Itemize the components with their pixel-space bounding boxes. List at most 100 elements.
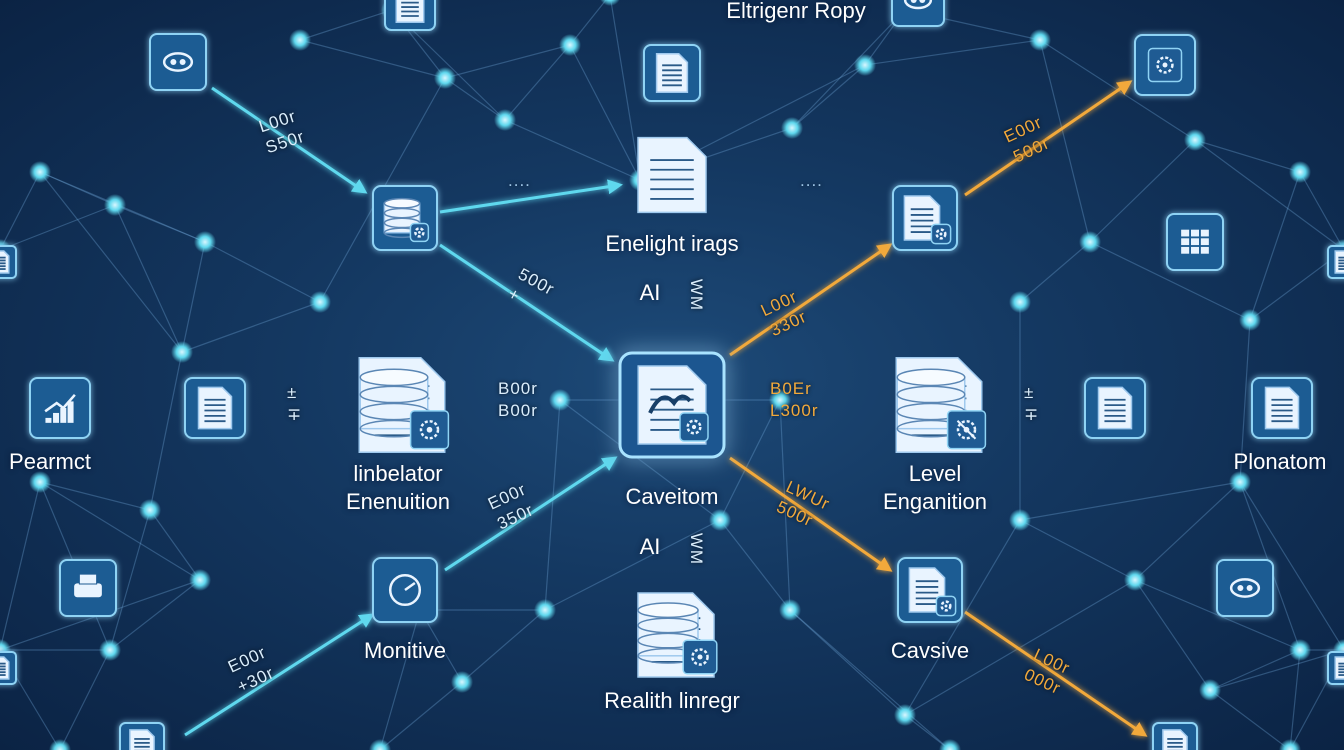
db-ring bbox=[896, 368, 966, 387]
vert-label-bottom: WM bbox=[687, 532, 707, 566]
label-db-right-line2: Enganition bbox=[883, 489, 987, 514]
bot-icon bbox=[903, 0, 933, 10]
mesh-line bbox=[0, 204, 116, 251]
mesh-line bbox=[39, 481, 201, 581]
node-tile bbox=[1216, 559, 1274, 617]
grid-cell-icon bbox=[1190, 229, 1200, 237]
dial-needle bbox=[404, 581, 416, 592]
mesh-dot bbox=[1009, 509, 1031, 531]
mesh-dot bbox=[781, 117, 803, 139]
mesh-line bbox=[1209, 689, 1291, 750]
document-icon bbox=[655, 53, 689, 93]
mesh-dot bbox=[854, 54, 876, 76]
mesh-dot bbox=[49, 739, 71, 750]
mesh-line bbox=[39, 171, 116, 206]
bot-eye bbox=[910, 0, 917, 3]
orange-flow-arrow bbox=[964, 80, 1133, 197]
vert-label-top: WM bbox=[687, 278, 707, 312]
mesh-dot bbox=[709, 509, 731, 531]
db-ring bbox=[637, 602, 699, 619]
grid-cell-icon bbox=[1190, 238, 1200, 246]
node-tile bbox=[149, 33, 207, 91]
doc-node-far-right bbox=[1251, 377, 1313, 439]
grid-cell-icon bbox=[1181, 229, 1190, 237]
mesh-dot bbox=[29, 161, 51, 183]
mesh-dot bbox=[309, 291, 331, 313]
mesh-dot bbox=[769, 389, 791, 411]
mesh-line bbox=[864, 39, 1041, 66]
mesh-dot bbox=[1029, 29, 1051, 51]
label-ai-top: AI bbox=[639, 280, 661, 305]
mesh-line bbox=[904, 579, 1136, 716]
gear-icon bbox=[686, 419, 702, 435]
document-icon bbox=[1264, 386, 1300, 430]
cyan-flow-arrow bbox=[211, 86, 368, 194]
label-ai-bottom: AI bbox=[639, 534, 661, 559]
mesh-line bbox=[109, 579, 201, 651]
mesh-line bbox=[379, 609, 421, 750]
mesh-line bbox=[0, 481, 41, 651]
db-ring bbox=[359, 368, 429, 387]
edge-label-left-mid: B00r B00r bbox=[498, 378, 538, 422]
mesh-line bbox=[444, 44, 571, 79]
document-icon bbox=[1162, 729, 1188, 750]
cross-icon bbox=[956, 420, 977, 440]
db-ring bbox=[896, 385, 966, 404]
mesh-dot bbox=[1199, 679, 1221, 701]
doc-node-left bbox=[184, 377, 246, 439]
mesh-line bbox=[719, 399, 781, 521]
mesh-dot bbox=[171, 341, 193, 363]
bot-node-top bbox=[891, 0, 945, 27]
mesh-line bbox=[0, 171, 41, 251]
gear-hub bbox=[418, 231, 421, 234]
mesh-dot bbox=[369, 739, 391, 750]
label-center: Caveitom bbox=[625, 484, 719, 509]
db-ring bbox=[637, 617, 699, 634]
document-icon bbox=[637, 136, 707, 214]
node-edge-right bbox=[1327, 245, 1344, 279]
gear-hub bbox=[426, 426, 433, 433]
mesh-dot bbox=[1289, 639, 1311, 661]
gear-hub bbox=[691, 424, 697, 430]
mesh-line bbox=[1089, 241, 1251, 321]
mesh-dot bbox=[779, 599, 801, 621]
label-db-right-line1: Level bbox=[908, 461, 962, 486]
mesh-line bbox=[789, 609, 951, 750]
node-bottom-right bbox=[1152, 722, 1198, 750]
mesh-dot bbox=[1289, 161, 1311, 183]
mesh-line bbox=[779, 399, 791, 611]
mesh-line bbox=[114, 204, 206, 243]
mesh-line bbox=[1134, 481, 1241, 581]
mesh-line bbox=[789, 609, 906, 716]
dots-top-left: .... bbox=[508, 171, 531, 190]
mesh-dot bbox=[494, 109, 516, 131]
db-ring bbox=[383, 197, 421, 209]
chart-bar-icon bbox=[60, 408, 67, 423]
edge-label-right-mid-1: B0Er bbox=[770, 379, 812, 398]
mesh-line bbox=[544, 519, 721, 611]
mesh-line bbox=[791, 9, 906, 129]
printer-node bbox=[59, 559, 117, 617]
bot-node bbox=[149, 33, 207, 91]
gear-icon bbox=[414, 227, 425, 238]
mesh-line bbox=[1194, 139, 1344, 251]
pm-right-1: ± bbox=[1024, 383, 1035, 402]
mesh-line bbox=[109, 509, 151, 651]
mesh-line bbox=[39, 171, 183, 353]
database-icon bbox=[896, 368, 966, 438]
mesh-line bbox=[1019, 241, 1091, 303]
grid-cell-icon bbox=[1200, 229, 1209, 237]
mesh-line bbox=[149, 509, 201, 581]
cyan-flow-arrow bbox=[439, 243, 615, 362]
mesh-line bbox=[1289, 649, 1301, 750]
mesh-line bbox=[904, 519, 1021, 716]
mesh-dot bbox=[139, 499, 161, 521]
flow-arrows bbox=[95, 18, 1248, 737]
label-monitor: Monitive bbox=[364, 638, 446, 663]
cyan-flow-arrow bbox=[444, 456, 618, 572]
node-edge-left bbox=[0, 245, 17, 279]
mesh-line bbox=[544, 399, 561, 611]
chart-bar-icon bbox=[45, 417, 52, 423]
pm-right-2: ∓ bbox=[1024, 405, 1040, 424]
